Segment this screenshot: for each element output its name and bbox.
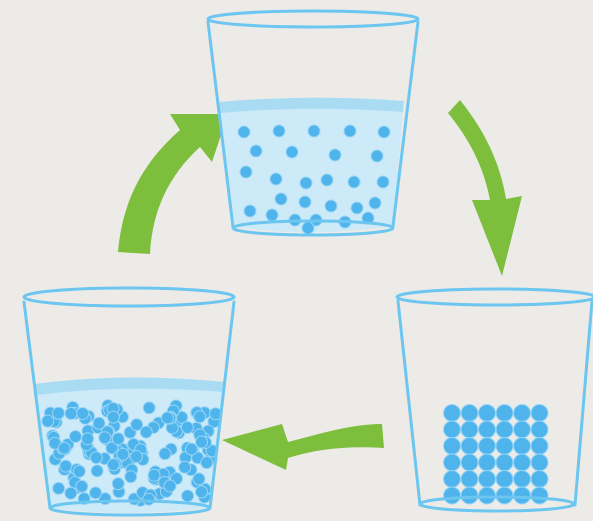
particle <box>58 442 70 454</box>
particle <box>300 177 312 189</box>
particle <box>461 421 478 438</box>
particle <box>371 150 383 162</box>
particle <box>148 469 160 481</box>
particle <box>143 493 155 505</box>
particle <box>60 460 72 472</box>
particle <box>53 482 65 494</box>
particle <box>479 438 496 455</box>
particle <box>531 487 548 504</box>
particle <box>496 487 513 504</box>
particle <box>194 411 206 423</box>
particle <box>73 465 85 477</box>
particle <box>181 422 193 434</box>
particle <box>514 421 531 438</box>
particle <box>479 487 496 504</box>
particle <box>112 433 124 445</box>
particle <box>273 125 285 137</box>
particle <box>514 405 531 422</box>
particle <box>531 438 548 455</box>
particle <box>266 209 278 221</box>
particle <box>143 402 155 414</box>
particle <box>90 452 102 464</box>
particle <box>99 432 111 444</box>
particle <box>76 480 88 492</box>
particle <box>238 126 250 138</box>
particle <box>496 471 513 488</box>
particle <box>351 202 363 214</box>
particle <box>161 412 173 424</box>
particle <box>125 471 137 483</box>
particle <box>377 176 389 188</box>
particle <box>444 405 461 422</box>
particle <box>461 438 478 455</box>
particle <box>201 457 213 469</box>
particle <box>444 471 461 488</box>
particle <box>348 176 360 188</box>
particle <box>531 471 548 488</box>
particle <box>444 454 461 471</box>
particle <box>444 438 461 455</box>
particle <box>325 200 337 212</box>
particle <box>369 197 381 209</box>
particle <box>479 454 496 471</box>
particle <box>444 421 461 438</box>
particle <box>444 487 461 504</box>
particle <box>378 126 390 138</box>
particle <box>52 407 64 419</box>
particle <box>514 454 531 471</box>
particle <box>302 222 314 234</box>
particle <box>461 487 478 504</box>
particle <box>107 459 119 471</box>
particle <box>344 125 356 137</box>
particle <box>321 174 333 186</box>
particle <box>244 205 256 217</box>
particle <box>77 407 89 419</box>
particle <box>42 415 54 427</box>
particle <box>308 125 320 137</box>
particle <box>164 480 176 492</box>
particle <box>286 146 298 158</box>
particle <box>329 149 341 161</box>
particle <box>65 487 77 499</box>
particle <box>514 487 531 504</box>
particle <box>275 193 287 205</box>
particle <box>496 405 513 422</box>
particle <box>496 421 513 438</box>
particle <box>531 421 548 438</box>
particle <box>240 166 252 178</box>
particle <box>130 451 142 463</box>
particle <box>496 454 513 471</box>
particle <box>479 421 496 438</box>
particle <box>514 471 531 488</box>
particle <box>182 490 194 502</box>
particle <box>461 471 478 488</box>
particle <box>193 473 205 485</box>
particle <box>270 173 282 185</box>
particle <box>185 443 197 455</box>
particle <box>514 438 531 455</box>
particle <box>140 426 152 438</box>
particle <box>195 486 207 498</box>
particle <box>531 405 548 422</box>
particle <box>65 408 77 420</box>
particle <box>91 465 103 477</box>
particle <box>479 405 496 422</box>
particle <box>299 196 311 208</box>
particle <box>69 430 81 442</box>
particle <box>461 405 478 422</box>
particle <box>112 478 124 490</box>
particle <box>196 436 208 448</box>
particle <box>250 145 262 157</box>
particle <box>179 461 191 473</box>
particle <box>107 411 119 423</box>
particle <box>479 471 496 488</box>
particle <box>496 438 513 455</box>
particle <box>461 454 478 471</box>
particle <box>159 448 171 460</box>
particle <box>90 487 102 499</box>
particle <box>531 454 548 471</box>
particle <box>82 433 94 445</box>
